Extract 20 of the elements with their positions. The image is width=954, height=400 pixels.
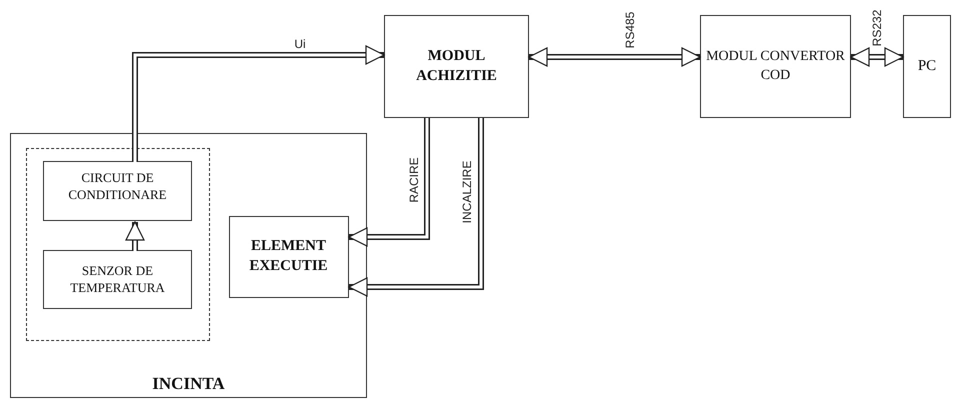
- node-text: INCINTA: [152, 372, 225, 395]
- edge-label: RS232: [870, 10, 884, 46]
- node-text: PC: [918, 56, 936, 76]
- dashed-group-box: [26, 148, 210, 340]
- process-box: [903, 15, 951, 118]
- node-text: SENZOR DE TEMPERATURA: [69, 262, 166, 296]
- process-box: [228, 216, 348, 298]
- edge-label: RS485: [623, 12, 637, 48]
- node-text: MODUL ACHIZITIE: [415, 47, 498, 86]
- edge-label: RACIRE: [407, 157, 421, 203]
- edge-label: INCALZIRE: [460, 160, 474, 224]
- node-text: ELEMENT EXECUTIE: [248, 237, 329, 276]
- node-text: MODUL CONVERTOR COD: [705, 48, 846, 84]
- process-box: [43, 250, 192, 309]
- process-box: [384, 15, 529, 118]
- node-text: CIRCUIT DE CONDITIONARE: [67, 170, 168, 204]
- edge-label: Ui: [294, 37, 306, 51]
- enclosure-box: [10, 133, 367, 398]
- process-box: [43, 161, 192, 221]
- process-box: [700, 15, 851, 118]
